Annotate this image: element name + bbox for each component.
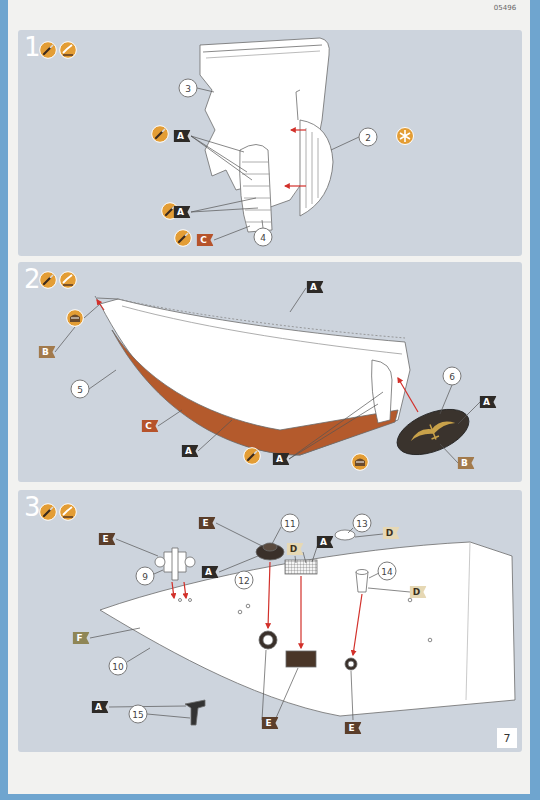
page-number: 7 [497, 728, 517, 748]
callout-number: 10 [109, 657, 128, 676]
paint-code: A [174, 206, 191, 218]
callout-number: 4 [254, 228, 273, 247]
callout-number: 9 [136, 567, 155, 586]
paint-code: C [142, 420, 159, 432]
step-number: 1 [24, 34, 41, 60]
callout-number: 14 [378, 562, 397, 581]
paint-code: A [174, 130, 191, 142]
paint-code: A [202, 566, 219, 578]
callout-number: 15 [129, 705, 148, 724]
paint-code: E [99, 533, 116, 545]
callout-number: 3 [179, 79, 198, 98]
step-number: 2 [24, 266, 41, 292]
paint-code: A [92, 701, 109, 713]
paint-code: B [39, 346, 56, 358]
callout-number: 5 [71, 380, 90, 399]
callout-number: 13 [353, 514, 372, 533]
paint-code: E [345, 722, 362, 734]
paint-code: C [197, 234, 214, 246]
paint-code: A [307, 281, 324, 293]
paint-code: A [273, 453, 290, 465]
paint-code: A [317, 536, 334, 548]
callout-number: 12 [235, 571, 254, 590]
paint-code: E [199, 517, 216, 529]
paint-code: A [480, 396, 497, 408]
callout-number: 6 [443, 367, 462, 386]
paint-code: E [262, 717, 279, 729]
paint-code: A [182, 445, 199, 457]
step-number: 3 [24, 494, 41, 520]
paint-code: B [458, 457, 475, 469]
callout-number: 11 [281, 514, 300, 533]
paint-code: D [410, 586, 427, 598]
paint-code: D [383, 527, 400, 539]
callout-number: 2 [359, 128, 378, 147]
paint-code: F [73, 632, 90, 644]
catalog-number: 05496 [494, 4, 516, 12]
paint-code: D [287, 543, 304, 555]
